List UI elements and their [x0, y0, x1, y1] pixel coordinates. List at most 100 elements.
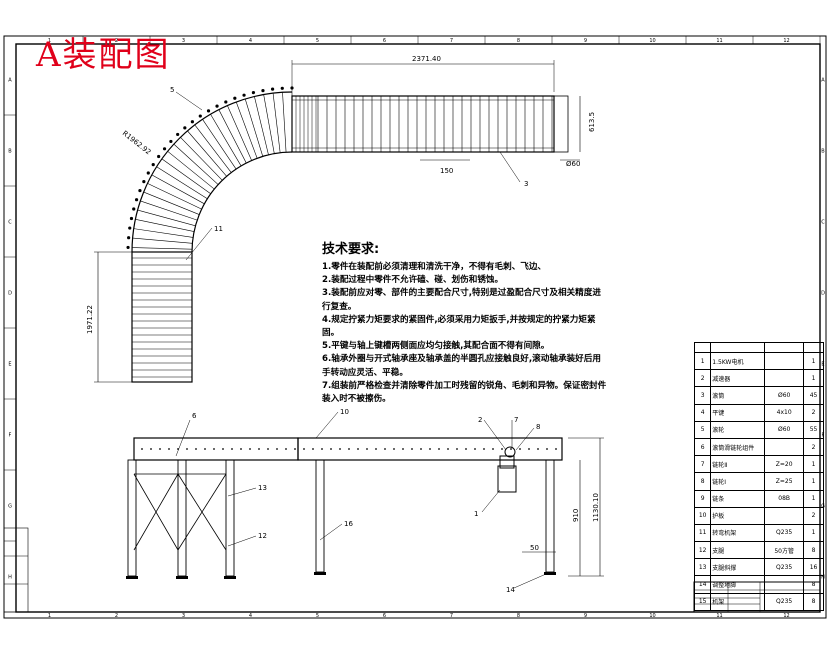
curve-bolt — [242, 93, 246, 97]
bom-no: 6 — [693, 437, 712, 457]
tech-line: 装入时不被擦伤。 — [322, 394, 391, 405]
frame-hole — [186, 448, 188, 450]
bom-spec — [764, 506, 805, 525]
leveling-foot — [126, 576, 138, 579]
frame-hole — [159, 448, 161, 450]
frame-hole — [339, 448, 341, 450]
zone-label-bottom: 1 — [48, 613, 51, 619]
curve-roller — [132, 237, 193, 244]
callout-7: 7 — [514, 416, 518, 424]
bom-name: 护板 — [710, 506, 766, 525]
front-curve-frame — [133, 437, 299, 461]
bom-qty: 55 — [803, 420, 824, 439]
dim-height-inner: 910 — [572, 509, 580, 522]
bom-name: 转弯机架 — [710, 523, 766, 543]
leg — [177, 459, 187, 577]
curve-bolt — [162, 147, 167, 151]
curve-bolt — [134, 198, 139, 202]
bom-no: 11 — [693, 523, 712, 543]
bom-no: 3 — [693, 386, 712, 405]
bom-qty: 1 — [803, 455, 824, 474]
zone-label-bottom: 12 — [783, 613, 789, 619]
front-straight-frame — [297, 437, 563, 461]
frame-hole — [321, 448, 323, 450]
curve-roller — [161, 158, 211, 195]
zone-label-bottom: 8 — [517, 613, 520, 619]
frame-hole — [537, 448, 539, 450]
zone-label-left: A — [8, 78, 12, 84]
callout-12: 12 — [258, 532, 267, 540]
curve-roller — [137, 209, 196, 227]
zone-label-top: 1 — [48, 38, 51, 44]
zone-label-top: 3 — [182, 38, 185, 44]
frame-hole — [240, 448, 242, 450]
bom-name: 支腿斜撑 — [710, 558, 766, 577]
dim-left-length: 1971.22 — [86, 305, 94, 334]
bom-qty: 8 — [803, 541, 824, 560]
curve-roller — [151, 174, 205, 205]
zone-label-bottom: 9 — [584, 613, 587, 619]
curve-roller — [235, 101, 258, 159]
bom-no: 4 — [693, 403, 712, 422]
bom-spec — [764, 369, 805, 388]
zone-label-top: 11 — [716, 38, 722, 44]
curve-roller — [173, 143, 219, 185]
tech-heading: 技术要求: — [322, 242, 380, 257]
frame-hole — [510, 448, 512, 450]
frame-hole — [141, 448, 143, 450]
dim-foot: 50 — [530, 544, 539, 552]
zone-label-bottom: 10 — [649, 613, 655, 619]
callout-8: 8 — [536, 423, 540, 431]
drawing-title: A装配图 — [36, 35, 171, 75]
bom-no: 12 — [693, 541, 712, 560]
callout-13: 13 — [258, 484, 267, 492]
curve-bolt — [270, 87, 275, 91]
callout-10: 10 — [340, 408, 349, 416]
curve-bolt — [128, 226, 132, 230]
frame-hole — [447, 448, 449, 450]
frame-hole — [474, 448, 476, 450]
callout-1: 1 — [474, 510, 478, 518]
vertical-rollers — [132, 257, 192, 378]
straight-rollers — [291, 96, 554, 152]
curve-roller — [147, 183, 202, 210]
frame-hole — [249, 448, 251, 450]
curve-bolt — [132, 207, 136, 211]
leveling-foot — [314, 572, 326, 575]
zone-label-top: 4 — [249, 38, 252, 44]
curve-roller — [140, 200, 198, 221]
curve-bolt — [169, 139, 173, 144]
frame-hole — [195, 448, 197, 450]
bom-qty: 2 — [803, 403, 824, 422]
bom-no: 5 — [693, 420, 712, 439]
curve-bolt — [261, 88, 265, 93]
zone-label-bottom: 7 — [450, 613, 453, 619]
zone-label-left: B — [8, 149, 12, 155]
leg — [545, 459, 555, 573]
curve-roller — [135, 218, 195, 232]
frame-hole — [438, 448, 440, 450]
curve-bolt — [198, 114, 202, 118]
curve-roller — [202, 119, 237, 170]
frame-hole — [402, 448, 404, 450]
bom-qty: 2 — [803, 506, 824, 525]
zone-label-left: D — [8, 291, 12, 297]
curve-outer-edge — [131, 91, 293, 253]
callout-11: 11 — [214, 225, 223, 233]
curve-roller — [132, 247, 193, 250]
sprocket — [504, 446, 516, 458]
curve-roller — [227, 105, 252, 161]
bom-no: 2 — [693, 369, 712, 388]
frame-hole — [294, 448, 296, 450]
frame-hole — [348, 448, 350, 450]
zone-label-top: 7 — [450, 38, 453, 44]
curve-roller — [143, 191, 200, 215]
